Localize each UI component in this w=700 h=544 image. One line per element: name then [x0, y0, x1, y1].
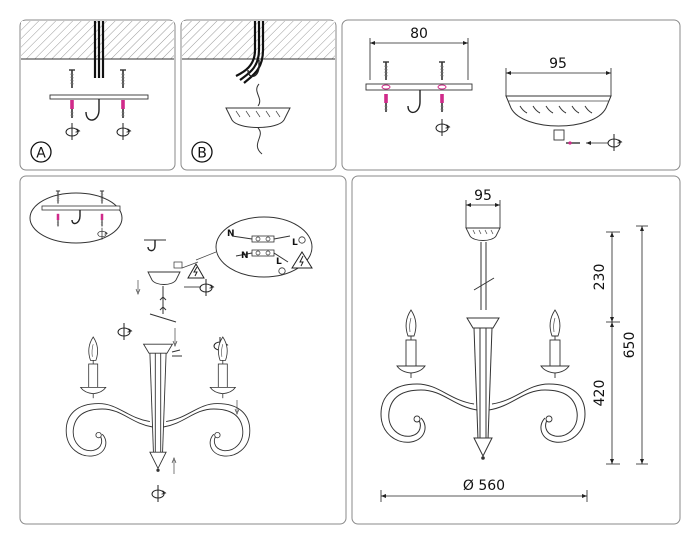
panel-mounting-dimensions: 80 95: [341, 19, 681, 171]
ground-icon: [298, 236, 306, 244]
step-b-badge: [191, 141, 213, 163]
panel-overall-dimensions: 95 230 420 650 Ø 560: [351, 175, 681, 525]
panel-assembly: N N L L: [19, 175, 347, 525]
panel-step-b: B: [180, 19, 337, 171]
ground-icon: [278, 267, 286, 275]
electric-warning-icon: [187, 262, 205, 279]
wire-neutral-top-label: N: [227, 229, 235, 239]
electric-warning-icon: [291, 251, 313, 269]
canopy-width-label: 95: [549, 56, 567, 72]
diameter-label: Ø 560: [463, 478, 505, 494]
panel-step-a: A: [19, 19, 176, 171]
lower-height-label: 420: [592, 380, 608, 407]
wire-live-top-label: L: [292, 238, 298, 248]
plate-width-label: 80: [410, 26, 428, 42]
wire-neutral-bottom-label: N: [241, 251, 249, 261]
top-canopy-label: 95: [474, 188, 492, 204]
step-a-badge: [30, 141, 52, 163]
upper-height-label: 230: [592, 264, 608, 291]
wire-live-bottom-label: L: [276, 257, 282, 267]
step-a-label: A: [36, 146, 46, 162]
total-height-label: 650: [622, 332, 638, 359]
step-b-label: B: [197, 146, 207, 162]
